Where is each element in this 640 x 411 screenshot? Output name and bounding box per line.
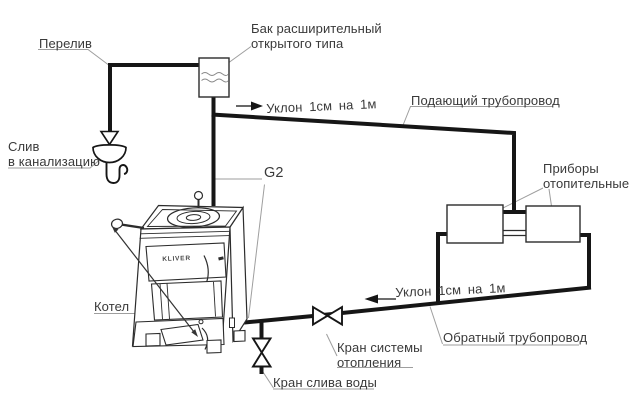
door-lever-lower	[201, 327, 209, 350]
radiators	[446, 204, 581, 244]
door-lever-upper	[203, 255, 209, 283]
side-peg-rod	[120, 223, 145, 230]
drain-label-leader	[8, 158, 102, 169]
drain-valve-top-triangle	[251, 337, 273, 355]
boiler-illustration	[110, 190, 248, 354]
system-valve-label-leader	[326, 333, 338, 357]
expansion-tank-label: Бак расширительный открытого типа	[251, 21, 382, 51]
water-level-wave-2	[201, 78, 229, 83]
sewer-funnel	[92, 130, 129, 184]
poker-arrowhead-bottom	[191, 329, 198, 337]
siphon-trap	[105, 162, 129, 184]
supply-pipe-label: Подающий трубопровод	[411, 93, 560, 108]
drain-valve-label: Кран слива воды	[273, 375, 377, 390]
drain-valve-bottom-triangle	[251, 350, 273, 368]
expansion-tank-label-line2: открытого типа	[251, 36, 344, 51]
supply-flow-arrow-icon	[251, 101, 263, 111]
middle-strut-2	[166, 283, 170, 320]
cook-plate-mid-ring	[176, 210, 211, 225]
upper-door	[145, 242, 227, 282]
cook-plate-outer-ring	[166, 207, 221, 228]
heating-devices-label-line1: Приборы	[543, 161, 599, 176]
return-union-fitting	[229, 317, 235, 328]
overflow-pipe	[108, 63, 199, 132]
return-flow-arrow-icon	[364, 294, 378, 304]
supply-pipe	[211, 112, 516, 213]
return-pipe-label: Обратный трубопровод	[443, 330, 588, 345]
drain-to-sewer-label-line1: Слив	[8, 139, 40, 154]
expansion-tank-label-line1: Бак расширительный	[251, 21, 382, 36]
expansion-tank-body	[198, 57, 230, 98]
system-valve-left-triangle	[312, 305, 330, 327]
g2-connection-label: G2	[264, 165, 284, 181]
front-trim-line-2	[139, 235, 230, 239]
return-label-leader	[429, 306, 443, 345]
poker-tool-line	[113, 228, 197, 335]
vent-knob	[193, 190, 204, 201]
boiler-top-face	[139, 204, 245, 230]
boiler-brand-label: KLIVER	[162, 254, 192, 263]
flow-arrows	[236, 101, 396, 304]
valves	[251, 305, 343, 368]
system-valve-label-line1: Кран системы	[337, 340, 423, 355]
boiler-foot-left	[145, 332, 161, 347]
drain-to-sewer-label: Слив в канализацию	[8, 139, 100, 169]
side-peg-cap	[110, 218, 124, 230]
boiler-foot-right	[206, 339, 222, 354]
boiler-label: Котел	[94, 299, 130, 314]
funnel-bowl	[92, 144, 127, 164]
poker-arrowhead-top	[112, 226, 119, 233]
heating-devices-label-line2: отопительные	[543, 176, 630, 191]
system-valve-label-line2: отопления	[337, 355, 402, 370]
overflow-leader	[38, 49, 111, 67]
middle-strut-3	[213, 281, 216, 317]
overflow-label: Перелив	[39, 36, 93, 51]
upper-door-handle	[218, 256, 224, 261]
funnel-arrow-icon	[99, 130, 120, 146]
ash-door-knob	[198, 319, 204, 325]
drain-to-sewer-label-line2: в канализацию	[8, 154, 100, 169]
radiator-left	[446, 204, 504, 244]
water-level-wave-1	[201, 72, 229, 76]
expansion-tank	[198, 57, 230, 98]
heating-devices-label: Приборы отопительные	[543, 161, 629, 191]
drain-valve-label-leader	[261, 370, 274, 389]
supply-label-leader	[402, 106, 411, 127]
cook-plate-inner-ring	[185, 214, 202, 221]
g2-leader-return	[248, 184, 265, 319]
radiator-right	[525, 205, 581, 243]
system-valve-label: Кран системы отопления	[337, 340, 423, 370]
boiler-foot-rear	[233, 329, 246, 343]
front-trim-line-1	[140, 230, 230, 235]
system-valve-right-triangle	[325, 305, 343, 327]
leader-lines	[8, 46, 579, 390]
